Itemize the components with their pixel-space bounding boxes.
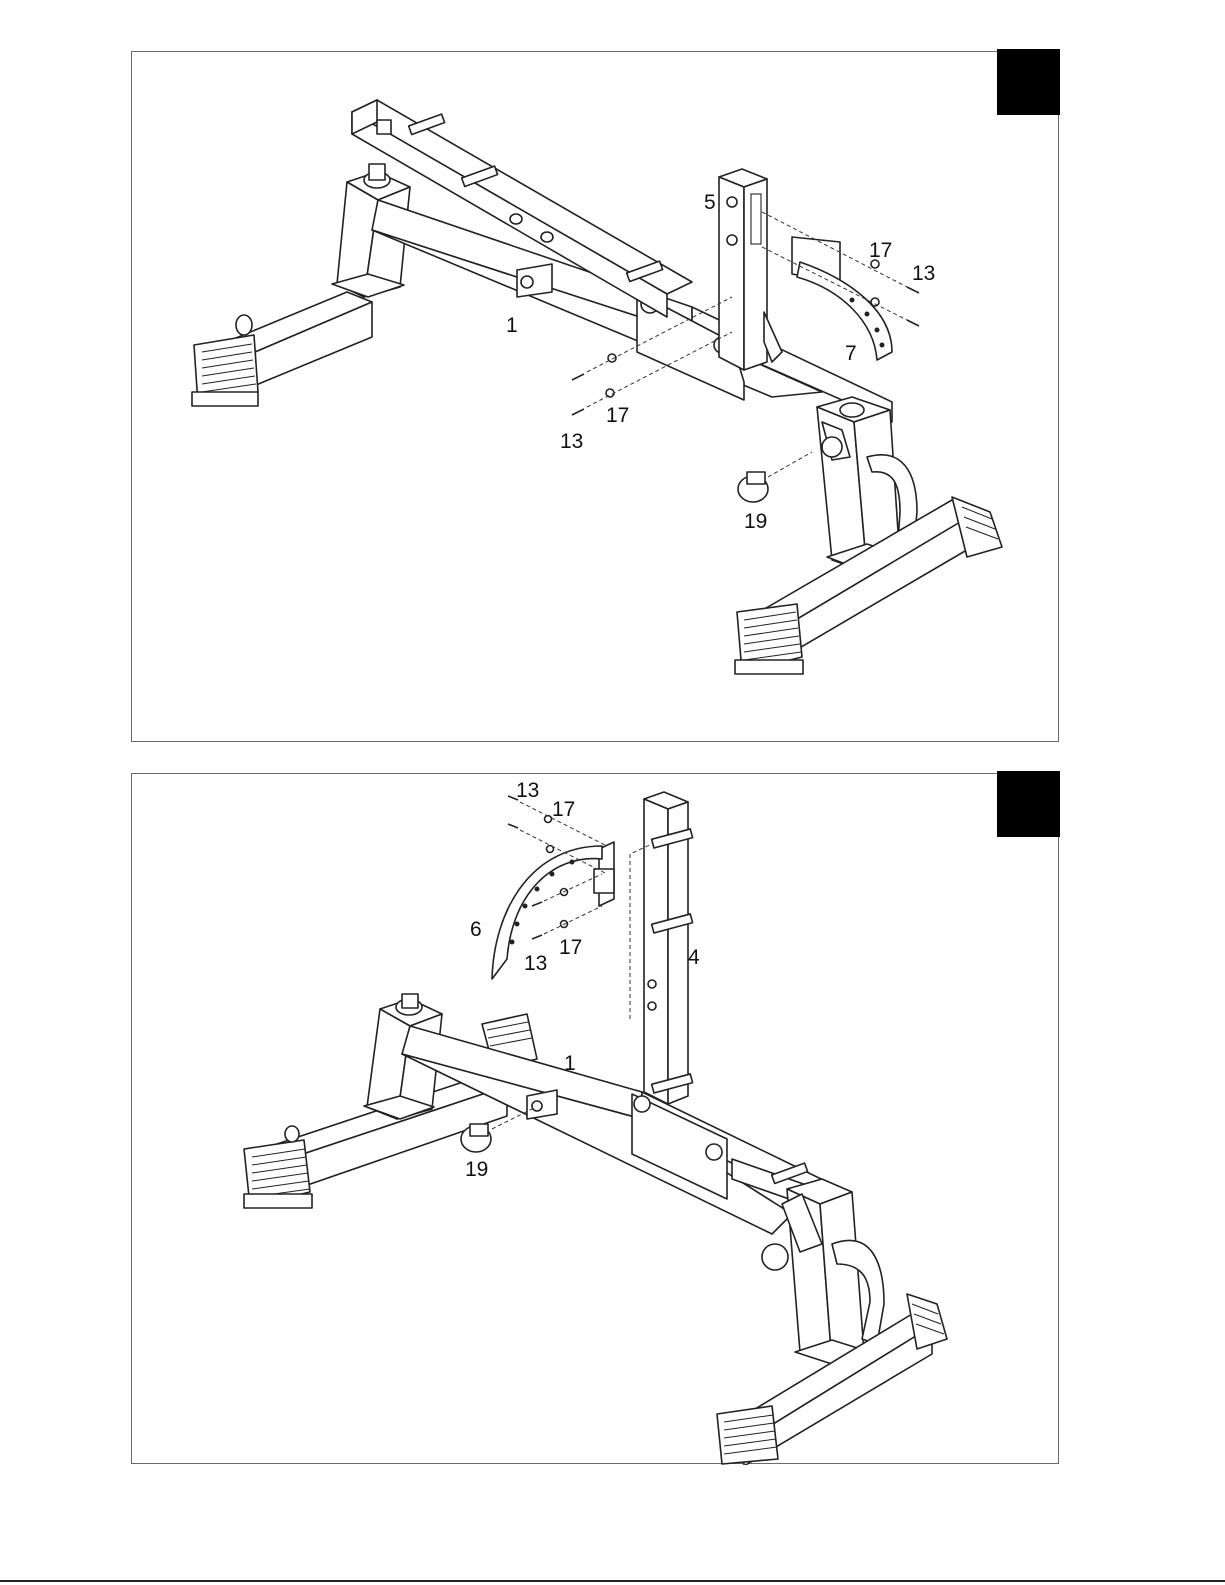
part-label: 17 bbox=[869, 239, 892, 262]
upright-post bbox=[719, 169, 782, 370]
upright-post bbox=[630, 792, 693, 1104]
part-label: 5 bbox=[704, 191, 716, 214]
part-label: 4 bbox=[688, 946, 700, 969]
rear-stabilizer bbox=[192, 292, 372, 406]
knob bbox=[738, 452, 812, 502]
main-frame bbox=[372, 200, 892, 422]
assembly-step-panel-1: 5 17 13 1 7 17 13 19 bbox=[131, 51, 1059, 742]
assembly-diagram-2: 13 17 6 13 17 4 1 19 bbox=[132, 774, 1060, 1465]
curved-bracket bbox=[492, 842, 614, 979]
part-label: 1 bbox=[506, 314, 518, 337]
part-label: 6 bbox=[470, 918, 482, 941]
part-label: 17 bbox=[559, 936, 582, 959]
assembly-diagram-1: 5 17 13 1 7 17 13 19 bbox=[132, 52, 1060, 743]
page-bottom-rule bbox=[0, 1580, 1225, 1582]
part-label: 13 bbox=[912, 262, 935, 285]
part-label: 7 bbox=[845, 342, 857, 365]
part-label: 13 bbox=[560, 430, 583, 453]
part-label: 17 bbox=[552, 798, 575, 821]
part-label: 1 bbox=[564, 1052, 576, 1075]
part-label: 13 bbox=[524, 952, 547, 975]
part-label: 17 bbox=[606, 404, 629, 427]
part-label: 13 bbox=[516, 779, 539, 802]
part-label: 19 bbox=[465, 1158, 488, 1181]
assembly-step-panel-2: 13 17 6 13 17 4 1 19 bbox=[131, 773, 1059, 1464]
part-label: 19 bbox=[744, 510, 767, 533]
